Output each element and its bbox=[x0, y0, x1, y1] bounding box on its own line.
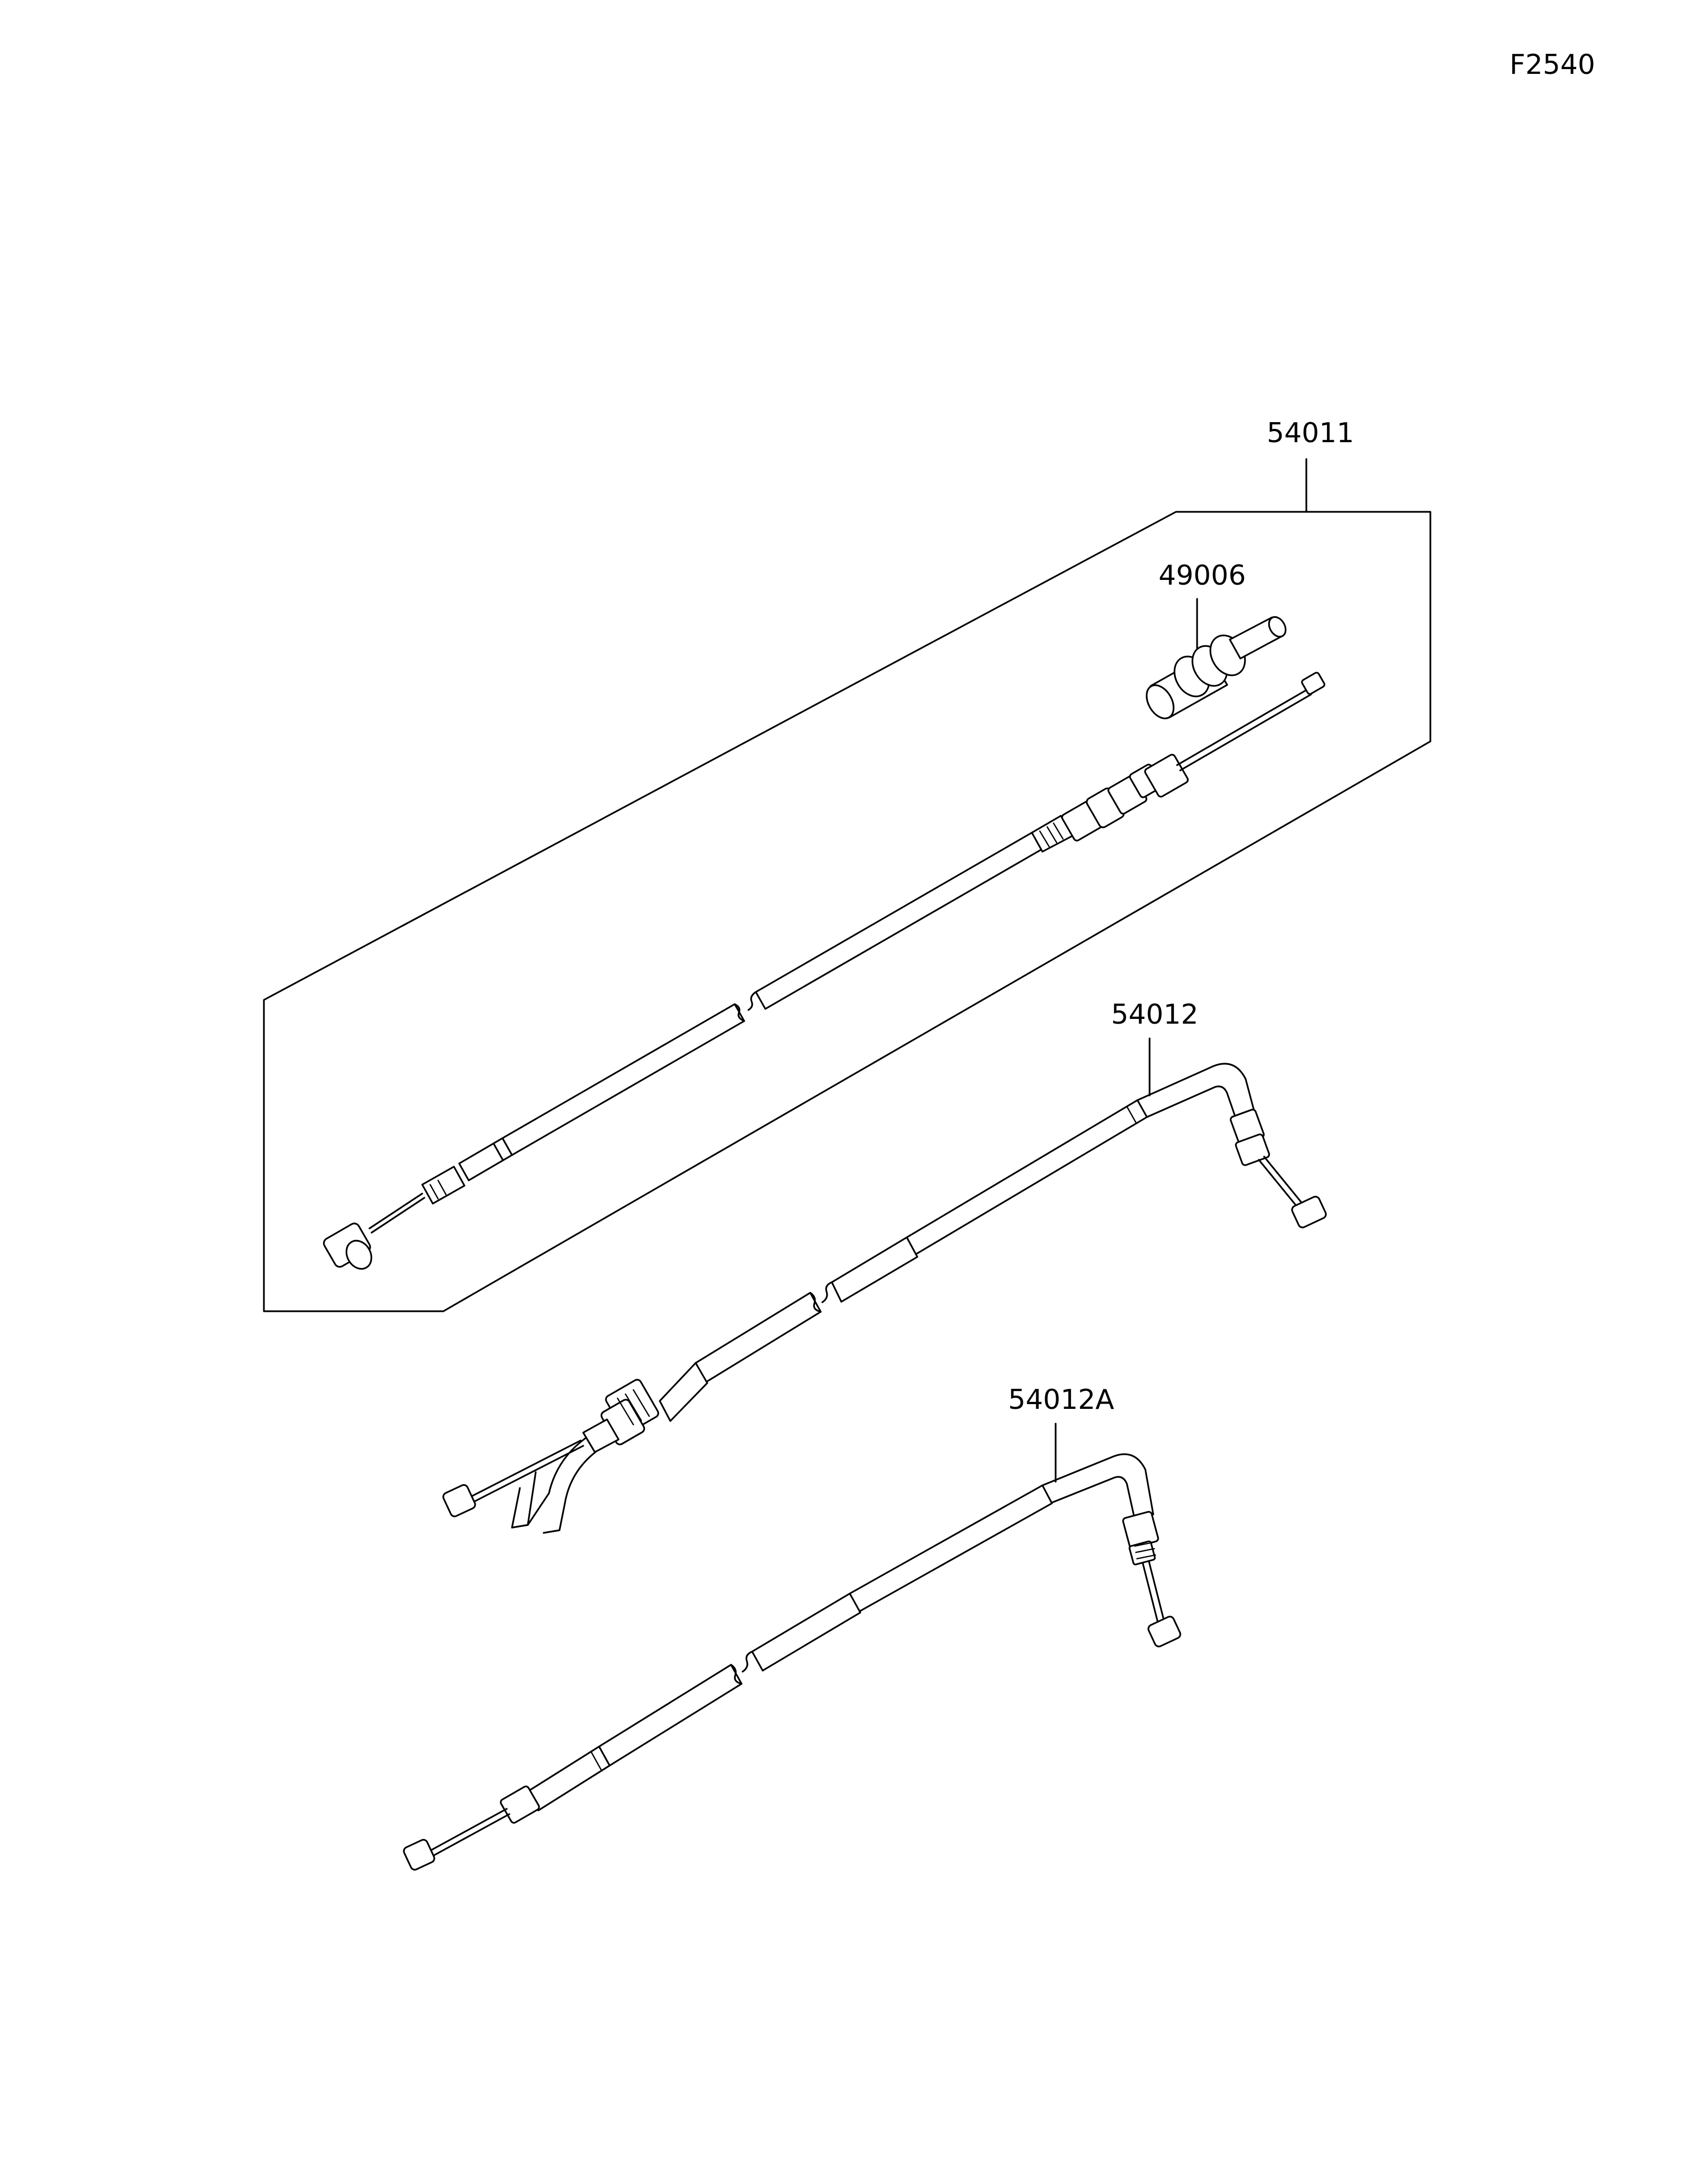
group-54011: 54011 bbox=[263, 417, 1431, 1312]
cable-end-nipple bbox=[323, 1223, 373, 1270]
part-label-54011: 54011 bbox=[1267, 417, 1354, 449]
rubber-boot-49006 bbox=[1145, 616, 1287, 720]
part-label-49006: 49006 bbox=[1159, 560, 1246, 592]
cable-54011 bbox=[323, 672, 1325, 1270]
part-label-54012A: 54012A bbox=[1008, 1384, 1114, 1416]
figure-code: F2540 bbox=[1510, 49, 1595, 81]
part-label-54012: 54012 bbox=[1111, 999, 1198, 1031]
assembly-outline bbox=[263, 511, 1431, 1312]
cable-54012A: 54012A bbox=[403, 1384, 1181, 1871]
cable-54012: 54012 bbox=[442, 999, 1327, 1534]
